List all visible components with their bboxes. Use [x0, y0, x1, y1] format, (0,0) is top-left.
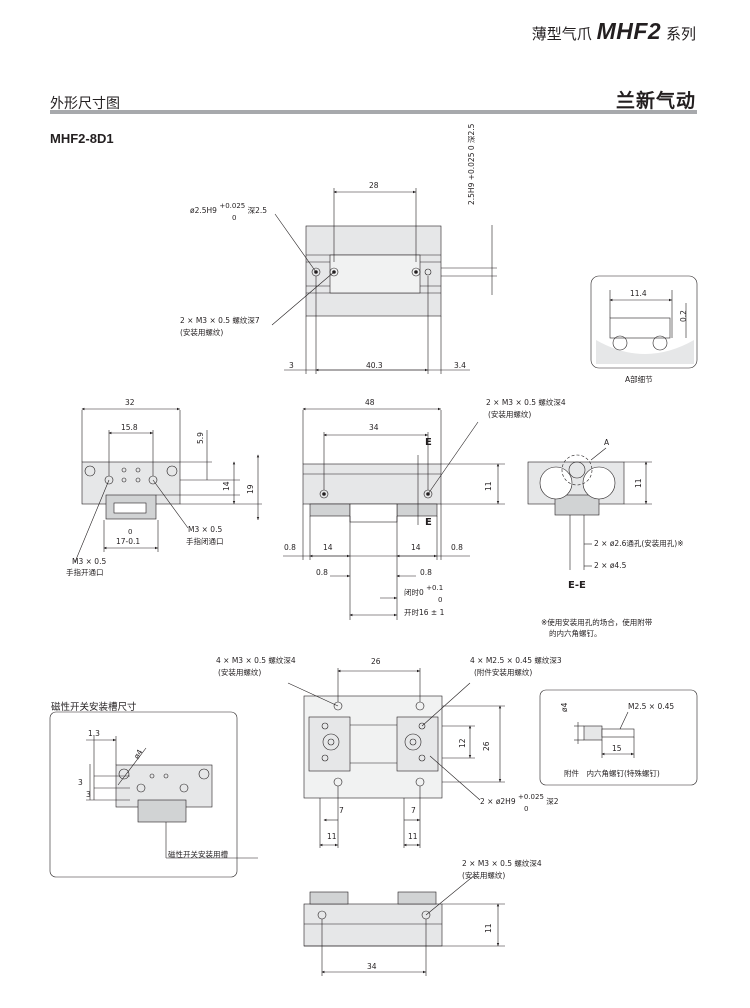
closed-dim: 闭时0 +0.1 [404, 584, 443, 598]
dim-3-a: 3 [78, 778, 83, 787]
bottom-pin-depth: 深2 [546, 797, 559, 806]
dim-11-a: 11 [327, 832, 337, 841]
front-view [283, 407, 505, 620]
section-caption: E-E [568, 580, 586, 591]
closed-label: 闭时0 [404, 588, 424, 597]
bottom-mount-thread: 4 × M3 × 0.5 螺纹深4 [216, 656, 296, 665]
top-view [271, 188, 497, 374]
accessory-length: 15 [612, 744, 622, 753]
dim-17: 17-0.1 [116, 537, 141, 546]
port-open-note: 手指开通口 [66, 568, 104, 577]
pin-hole-depth: 深2.5 [247, 206, 268, 215]
dim-11-section: 11 [634, 478, 643, 488]
label-a: A [604, 438, 610, 447]
port-close-note: 手指闭通口 [186, 537, 224, 546]
detail-a [590, 275, 698, 369]
dim-14-b: 14 [411, 543, 421, 552]
section-e-top: E [425, 437, 432, 448]
series-suffix: 系列 [665, 25, 696, 43]
pin-hole-tol-lower: 0 [232, 214, 237, 222]
accessory-detail [539, 689, 698, 786]
open-dim: 开时16 ± 1 [404, 608, 445, 617]
dim-11-front: 11 [484, 481, 493, 491]
dim-0-8-b: 0.8 [451, 543, 463, 552]
dim-0-8-a: 0.8 [284, 543, 296, 552]
dim-40-3: 40.3 [366, 361, 383, 370]
note-line-2: 的内六角螺钉。 [549, 629, 602, 638]
accessory-thread: M2.5 × 0.45 [628, 702, 675, 711]
section-e-e [527, 447, 652, 570]
port-open-thread: M3 × 0.5 [72, 557, 107, 566]
section-e-bottom: E [425, 517, 432, 528]
bottom-pin-tol-lower: 0 [524, 805, 529, 813]
detail-a-caption: A部细节 [625, 375, 653, 384]
top-mount-note: (安装用螺纹) [180, 328, 224, 337]
bottom-pin-hole: 2 × ø2H9 +0.025 深2 [480, 793, 559, 807]
dim-14-a: 14 [323, 543, 333, 552]
dim-0-8-c: 0.8 [316, 568, 328, 577]
accessory-caption: 附件 内六角螺钉(特殊螺钉) [564, 769, 660, 778]
dim-3: 3 [289, 361, 294, 370]
port-close-thread: M3 × 0.5 [188, 525, 223, 534]
mounting-note: ※使用安装用孔的场合，使用附带 的内六角螺钉。 [541, 617, 741, 639]
through-hole: 2 × ø2.6通孔(安装用孔)※ [594, 539, 684, 548]
top-mount-thread: 2 × M3 × 0.5 螺纹深7 [180, 316, 260, 325]
end-view [303, 873, 505, 976]
detail-a-dim-11-4: 11.4 [630, 289, 647, 298]
dim-48: 48 [365, 398, 375, 407]
dim-0: 0 [128, 528, 133, 536]
dim-12: 12 [458, 738, 467, 748]
header-rule [50, 110, 697, 114]
pin-hole-label: ø2.5H9 +0.025 深2.5 [190, 202, 268, 216]
dim-2-5-vertical: 2.5H9 +0.025 0 深2.5 [467, 123, 476, 205]
dim-14: 14 [222, 481, 231, 491]
series-title: 薄型气爪 MHF2 系列 [532, 18, 696, 45]
series-model: MHF2 [596, 18, 662, 44]
bottom-mount-note: (安装用螺纹) [218, 668, 262, 677]
side-view-left [74, 407, 262, 563]
dim-3-b: 3 [86, 790, 91, 799]
front-mount-note: (安装用螺纹) [488, 410, 532, 419]
accessory-mount-note: (附件安装用螺纹) [474, 668, 533, 677]
note-line-1: ※使用安装用孔的场合，使用附带 [541, 618, 653, 627]
section-title: 外形尺寸图 [50, 96, 120, 112]
dim-7-a: 7 [339, 806, 344, 815]
dim-15-8: 15.8 [121, 423, 138, 432]
dim-26-v: 26 [482, 741, 491, 751]
magnetic-title: 磁性开关安装槽尺寸 [51, 702, 137, 713]
pin-hole-tol: +0.025 [219, 202, 246, 210]
dim-28: 28 [369, 181, 379, 190]
dim-7-b: 7 [411, 806, 416, 815]
dim-34: 34 [369, 423, 379, 432]
front-mount-thread: 2 × M3 × 0.5 螺纹深4 [486, 398, 566, 407]
dim-11-b: 11 [408, 832, 418, 841]
dim-5-9: 5.9 [196, 432, 205, 444]
brand-name: 兰新气动 [615, 90, 696, 112]
dim-32: 32 [125, 398, 135, 407]
end-dim-11: 11 [484, 923, 493, 933]
bottom-view [287, 668, 505, 848]
bottom-pin-size: 2 × ø2H9 [480, 797, 516, 806]
model-code: MHF2-8D1 [50, 131, 114, 146]
groove-label: 磁性开关安装用槽 [168, 850, 228, 859]
closed-tol: +0.1 [426, 584, 444, 592]
pin-hole-size: ø2.5H9 [190, 206, 217, 215]
dim-19: 19 [246, 484, 255, 494]
end-mount-thread: 2 × M3 × 0.5 螺纹深4 [462, 859, 542, 868]
series-prefix: 薄型气爪 [531, 25, 592, 43]
counterbore-dia: 2 × ø4.5 [594, 561, 627, 570]
dim-1-3: 1.3 [88, 729, 100, 738]
dim-0-8-d: 0.8 [420, 568, 432, 577]
accessory-dia: ø4 [560, 702, 569, 712]
bottom-pin-tol: +0.025 [518, 793, 544, 801]
accessory-mount-thread: 4 × M2.5 × 0.45 螺纹深3 [470, 656, 562, 665]
detail-a-dim-0-2: 0.2 [679, 310, 688, 322]
dim-26-h: 26 [371, 657, 381, 666]
dim-3-4: 3.4 [454, 361, 466, 370]
closed-tol-zero: 0 [438, 596, 443, 604]
end-dim-34: 34 [367, 962, 377, 971]
end-mount-note: (安装用螺纹) [462, 871, 506, 880]
magnetic-switch-detail [49, 711, 258, 878]
